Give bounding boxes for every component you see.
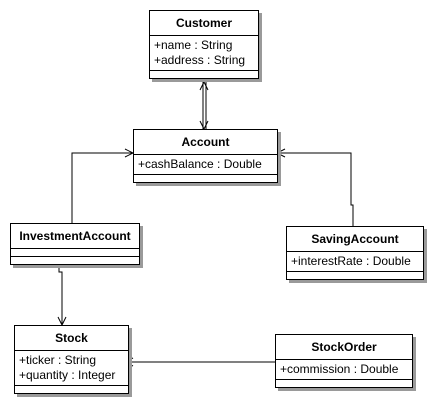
class-customer-operations: [150, 71, 258, 78]
edge-investment-account-account[interactable]: [71, 148, 135, 223]
attribute-cash-balance: +cashBalance : Double: [138, 157, 262, 171]
arrowhead-up: [199, 80, 209, 91]
edge-investment-account-stock[interactable]: [57, 266, 67, 327]
class-investment-account-name: InvestmentAccount: [11, 224, 139, 249]
class-account-name: Account: [134, 130, 277, 155]
class-saving-account-attributes: +interestRate : Double: [287, 252, 423, 272]
class-saving-account[interactable]: SavingAccount +interestRate : Double: [286, 226, 424, 280]
class-stock-name: Stock: [15, 326, 128, 351]
attribute-interest-rate: +interestRate : Double: [291, 254, 411, 268]
edge-customer-account[interactable]: [199, 80, 209, 131]
class-customer[interactable]: Customer +name : String +address : Strin…: [149, 10, 259, 79]
attribute-commission: +commission : Double: [280, 362, 399, 376]
class-account-operations: [134, 175, 277, 182]
edge-stock-order-stock[interactable]: [123, 357, 275, 367]
class-stock-attributes: +ticker : String +quantity : Integer: [15, 351, 128, 386]
class-customer-name: Customer: [150, 11, 258, 36]
class-stock-order-name: StockOrder: [276, 335, 412, 360]
edge-saving-account-account[interactable]: [275, 148, 354, 226]
class-stock[interactable]: Stock +ticker : String +quantity : Integ…: [14, 325, 129, 394]
attribute-name: +name : String: [154, 38, 233, 52]
attribute-quantity: +quantity : Integer: [19, 368, 116, 382]
class-saving-account-name: SavingAccount: [287, 227, 423, 252]
class-investment-account-attributes: [11, 249, 139, 257]
class-account-attributes: +cashBalance : Double: [134, 155, 277, 175]
class-investment-account[interactable]: InvestmentAccount: [10, 223, 140, 265]
class-stock-order[interactable]: StockOrder +commission : Double: [275, 334, 413, 388]
attribute-address: +address : String: [154, 53, 246, 67]
class-investment-account-operations: [11, 257, 139, 264]
class-stock-order-operations: [276, 380, 412, 387]
class-stock-operations: [15, 386, 128, 393]
attribute-ticker: +ticker : String: [19, 353, 97, 367]
class-stock-order-attributes: +commission : Double: [276, 360, 412, 380]
class-customer-attributes: +name : String +address : String: [150, 36, 258, 71]
class-saving-account-operations: [287, 272, 423, 279]
class-account[interactable]: Account +cashBalance : Double: [133, 129, 278, 183]
arrowhead-down: [199, 120, 209, 131]
